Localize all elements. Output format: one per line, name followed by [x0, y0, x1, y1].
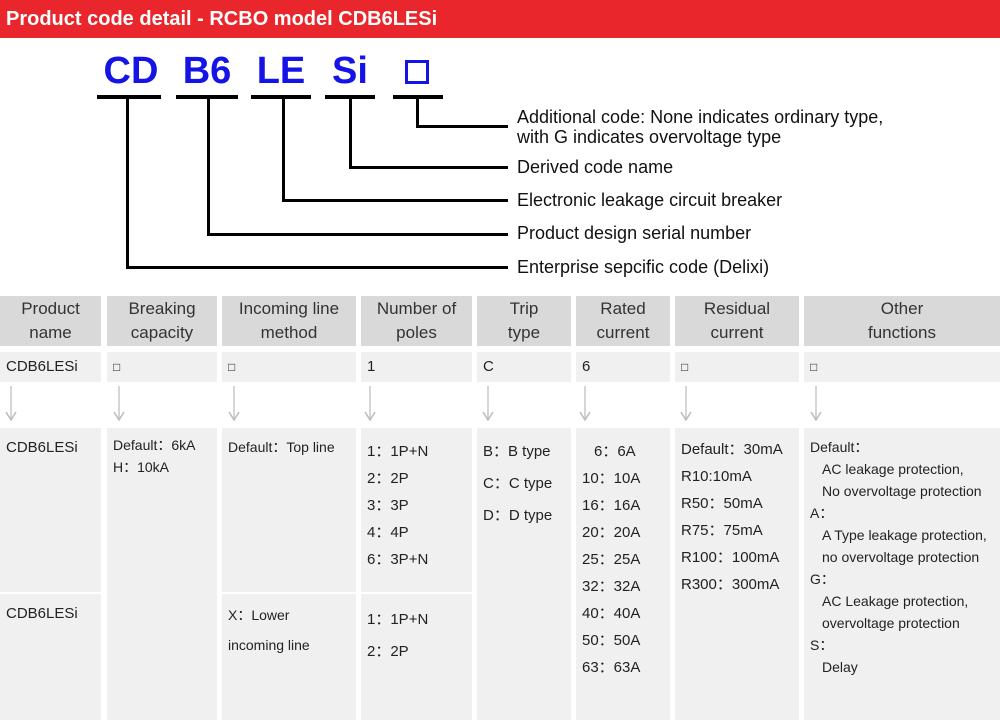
underline	[176, 95, 238, 99]
connector-line	[416, 99, 419, 128]
example-cell: □	[675, 352, 799, 382]
explanation-additional: Additional code: None indicates ordinary…	[517, 107, 884, 147]
page-title: Product code detail - RCBO model CDB6LES…	[6, 8, 438, 30]
example-cell: 1	[361, 352, 472, 382]
residual-current-cell: Default：30mA R10:10mA R50：50mA R75：75mA …	[675, 428, 799, 720]
arrow-down-icon	[810, 386, 822, 422]
code-part-le: LE	[256, 50, 306, 92]
code-part-additional-box	[405, 60, 429, 84]
connector-line	[349, 166, 508, 169]
connector-line	[282, 99, 285, 202]
incoming-line-cell: X：Lower incoming line	[222, 594, 356, 720]
connector-line	[207, 233, 508, 236]
rated-current-cell: 6：6A 10：10A 16：16A 20：20A 25：25A 32：32A …	[576, 428, 670, 720]
connector-line	[282, 199, 508, 202]
connector-line	[207, 99, 210, 236]
incoming-line-cell: Default：Top line	[222, 428, 356, 592]
example-cell: C	[477, 352, 571, 382]
explanation-design: Product design serial number	[517, 223, 752, 243]
explanation-derived: Derived code name	[517, 157, 674, 177]
underline	[97, 95, 161, 99]
arrow-down-icon	[228, 386, 240, 422]
poles-cell: 1：1P+N 2：2P	[361, 594, 472, 720]
example-cell: □	[222, 352, 356, 382]
example-cell: □	[107, 352, 217, 382]
arrow-down-icon	[579, 386, 591, 422]
arrow-down-icon	[680, 386, 692, 422]
page-title-banner: Product code detail - RCBO model CDB6LES…	[0, 0, 1000, 38]
explanation-electronic: Electronic leakage circuit breaker	[517, 190, 783, 210]
code-part-cd: CD	[103, 50, 159, 92]
arrow-down-icon	[364, 386, 376, 422]
product-name-cell: CDB6LESi	[0, 428, 101, 592]
trip-type-cell: B：B type C：C type D：D type	[477, 428, 571, 720]
example-cell: □	[804, 352, 1000, 382]
product-name-cell: CDB6LESi	[0, 594, 101, 720]
connector-line	[416, 125, 508, 128]
connector-line	[349, 99, 352, 169]
other-functions-cell: Default： AC leakage protection, No overv…	[804, 428, 1000, 720]
arrow-down-icon	[482, 386, 494, 422]
arrow-down-icon	[5, 386, 17, 422]
underline	[325, 95, 375, 99]
arrow-down-icon	[113, 386, 125, 422]
underline	[251, 95, 311, 99]
underline	[393, 95, 443, 99]
explanation-enterprise: Enterprise sepcific code (Delixi)	[517, 257, 770, 277]
code-part-si: Si	[332, 50, 368, 92]
code-part-b6: B6	[182, 50, 232, 92]
example-cell: 6	[576, 352, 670, 382]
connector-line	[126, 266, 508, 269]
poles-cell: 1：1P+N 2：2P 3：3P 4：4P 6：3P+N	[361, 428, 472, 592]
example-cell: CDB6LESi	[0, 352, 101, 382]
breaking-capacity-cell: Default：6kA H：10kA	[107, 428, 217, 720]
connector-line	[126, 99, 129, 269]
